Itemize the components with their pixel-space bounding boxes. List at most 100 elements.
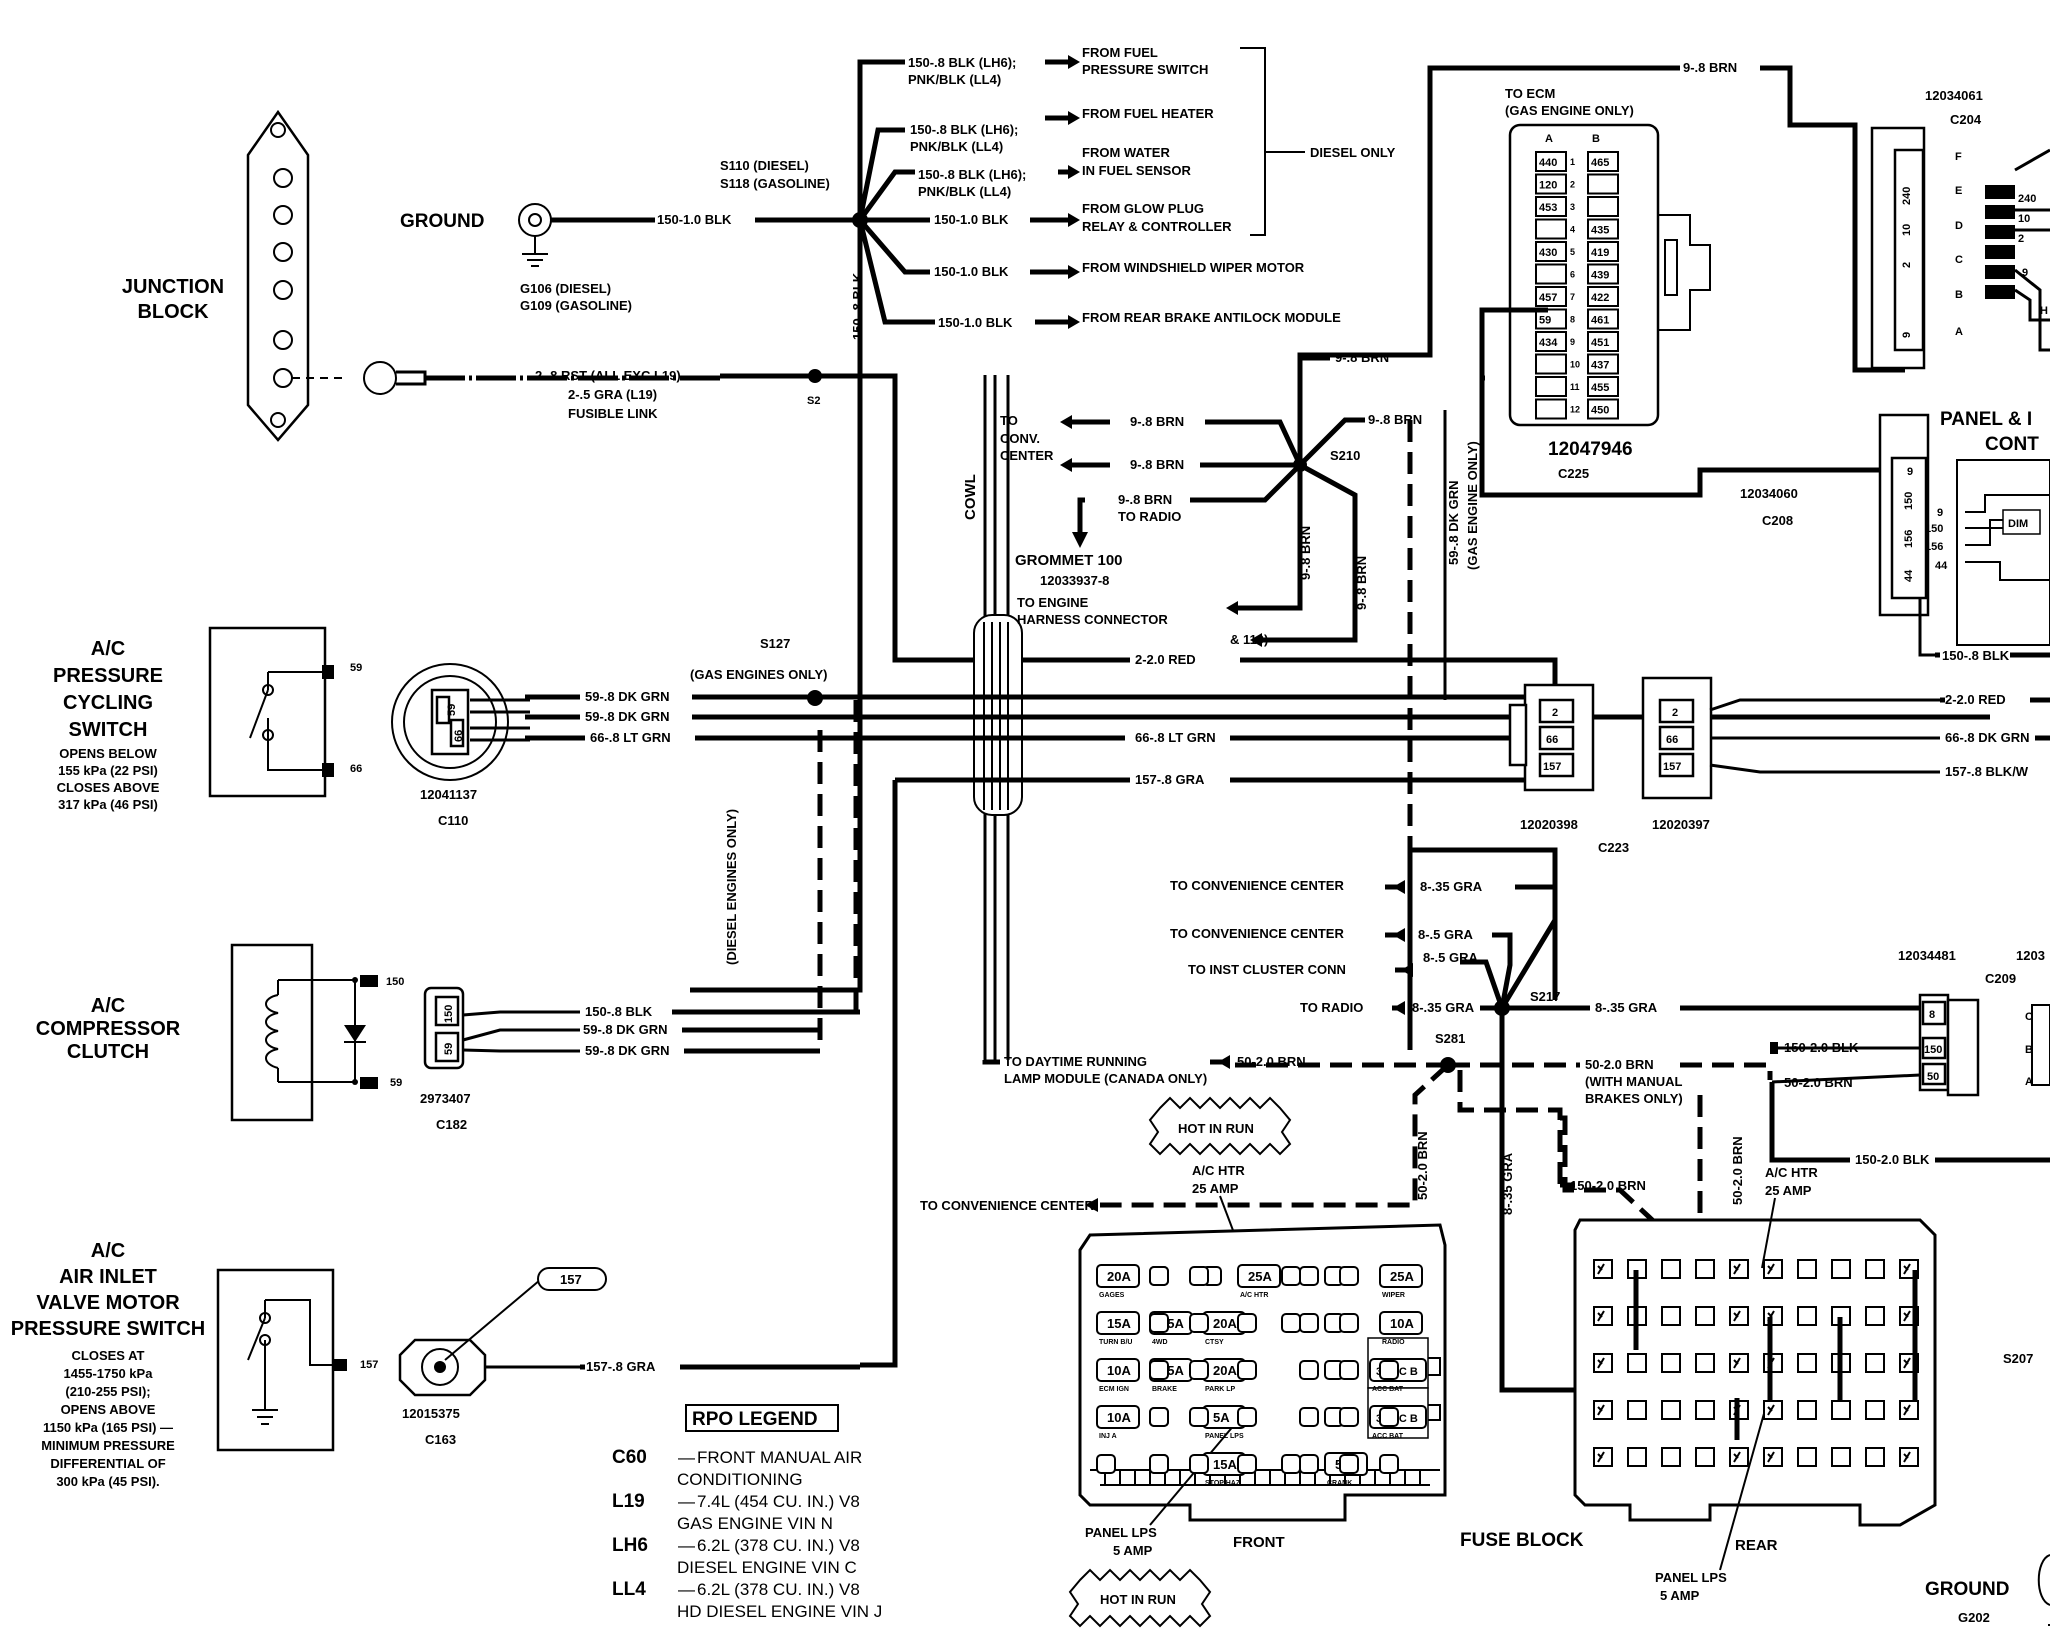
front-fuse-slot [1339,1313,1359,1333]
front-fuse-slot [1299,1313,1319,1333]
air-inlet-label-3: VALVE MOTOR [36,1292,180,1314]
ecm-pin-left [1535,398,1567,420]
svg-text:—: — [678,1536,695,1555]
ecm-pin-right [1587,218,1619,240]
ecm-pin-right [1587,151,1619,172]
ecm-pin-left [1535,376,1567,397]
rear-fuse-slot [1627,1353,1647,1373]
to-conv-center-3: CENTER [1000,448,1054,463]
rear-fuse-terminal [1597,1357,1605,1369]
front-fuse-slot [1189,1266,1209,1286]
ecm-pin-left [1535,173,1567,195]
diesel-only-label: DIESEL ONLY [1310,145,1396,160]
ecm-pin-right [1587,263,1619,285]
ecm-pin-left [1535,353,1567,375]
front-fuse-rating: 15A [1213,1457,1237,1472]
rear-fuse-terminal [1733,1310,1741,1322]
c208-pin-156: 156 [1903,530,1915,548]
ecm-pin-left [1535,331,1567,352]
c110-pin-59: 59 [446,704,458,716]
front-to-conv: TO CONVENIENCE CENTER [920,1198,1094,1213]
s217-wire-4: 8-.35 GRA [1412,1000,1475,1015]
c208-pin-150: 150 [1903,492,1915,510]
splice-s110-label-1: S110 (DIESEL) [720,158,809,173]
c223-conn: C223 [1598,840,1629,855]
s281-down3: 150-2.0 BRN [1570,1178,1646,1193]
right-wire-red: 2-2.0 RED [1945,692,2006,707]
top-dest-3-b: IN FUEL SENSOR [1082,163,1191,178]
rear-fuse-slot [1729,1447,1749,1467]
ac-compressor-label-2: COMPRESSOR [36,1018,181,1040]
front-fuse-name: STOP HAZ [1205,1480,1241,1487]
rear-fuse-grid [1593,1259,1919,1467]
c223a-pin-2: 2 [1552,707,1558,719]
ac-pressure-note-4: 317 kPa (46 PSI) [58,797,158,812]
to-engine-3: & 119) [1230,632,1268,647]
front-fuse [1237,1264,1281,1288]
fusible-link-label: FUSIBLE LINK [568,406,658,421]
ecm-pin-right [1587,353,1619,375]
rear-fuse-slot [1593,1306,1613,1326]
c110-part: 12041137 [420,787,477,802]
legend-code-c60: C60 [612,1447,647,1468]
splice-s2-label: S2 [807,395,820,407]
rear-fuse-terminal [1597,1404,1605,1416]
front-label: FRONT [1233,1534,1285,1551]
to-conv-center-1: TO [1000,413,1018,428]
front-fuse-name: WIPER [1382,1292,1405,1299]
s217-dest-4: TO RADIO [1300,1000,1363,1015]
rear-fuse-slot [1865,1306,1885,1326]
front-fuse-slot [1189,1407,1209,1427]
ecm-pin-number: 1 [1570,157,1575,167]
connector-c204: 12034061 C204 240 10 2 9 F E D C B A 240… [1870,88,2050,370]
front-panel-2: 5 AMP [1113,1543,1153,1558]
front-fuse-empty [1379,1360,1399,1380]
c110-conn: C110 [438,813,468,828]
legend-code-ll4: LL4 [612,1579,646,1600]
hot-in-run-1: HOT IN RUN [1178,1121,1254,1136]
to-conv-center-2: CONV. [1000,431,1040,446]
rear-fuse-terminal [1597,1451,1605,1463]
ecm-top-wire: 9-.8 BRN [1683,60,1737,75]
rear-fuse-slot [1729,1306,1749,1326]
front-fuse-slot [1149,1266,1169,1286]
s217-right-wire: 8-.35 GRA [1595,1000,1658,1015]
top-dest-1-a: FROM FUEL [1082,45,1158,60]
c182-pin-150: 150 [443,1005,455,1023]
junction-block: JUNCTION BLOCK [122,109,310,442]
c209-part2: 1203 [2016,948,2045,963]
ecm-pin-right-label: 435 [1591,225,1609,237]
rear-fuse-slot [1661,1353,1681,1373]
ecm-pin-right [1587,331,1619,352]
s281-drl-2: LAMP MODULE (CANADA ONLY) [1004,1071,1207,1086]
front-fuse-slot [1339,1407,1359,1427]
front-fuse [1096,1405,1140,1429]
front-fuse-name: TURN B/U [1099,1339,1132,1346]
front-fuse-slot [1189,1454,1209,1474]
c209-pin-8: 8 [1929,1009,1935,1021]
splice-s210-label: S210 [1330,448,1360,463]
top-wire-1-b: PNK/BLK (LL4) [908,72,1001,87]
ac-pressure-label-2: PRESSURE [53,665,163,687]
rear-fuse-slot [1831,1259,1851,1279]
ac-pressure-note-1: OPENS BELOW [59,746,157,761]
s217-dest-3: TO INST CLUSTER CONN [1188,962,1346,977]
connector-c182: 150 59 2973407 C182 [420,986,471,1132]
ecm-pin-number: 8 [1570,315,1575,325]
top-wire-3-a: 150-.8 BLK (LH6); [918,167,1026,182]
ecm-pin-number: 11 [1570,382,1580,392]
rear-fuse-slot [1593,1353,1613,1373]
ac-compressor-label-1: A/C [91,995,125,1017]
ground-label: GROUND [400,211,484,232]
ac-pressure-label-1: A/C [91,638,125,660]
rear-fuse-slot [1661,1447,1681,1467]
c209-wire-150b: 150-2.0 BLK [1855,1152,1930,1167]
hot-in-run-badge-2: HOT IN RUN [1068,1568,1212,1628]
rear-fuse-slot [1695,1353,1715,1373]
c204-row-c: C [1955,254,1963,266]
to-ecm-1: TO ECM [1505,86,1555,101]
front-fuse-slot [1149,1454,1169,1474]
front-fuse-name: CRANK [1327,1480,1352,1487]
front-fuse-slot [1299,1454,1319,1474]
ecm-part: 12047946 [1548,439,1633,460]
